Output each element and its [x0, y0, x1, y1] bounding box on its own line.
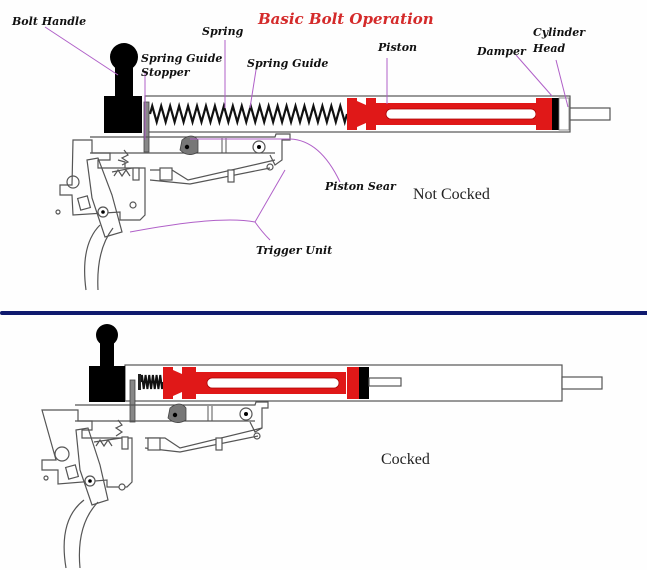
state-cocked: Cocked [381, 451, 430, 468]
spring-guide-stopper [143, 101, 150, 153]
state-not-cocked: Not Cocked [413, 186, 490, 203]
damper [552, 98, 559, 130]
label-cylinder-head-2: Head [532, 42, 566, 55]
not-cocked-assembly: Bolt Handle Spring Spring Guide Stopper … [11, 15, 611, 291]
spring [140, 374, 164, 390]
label-spring-guide-stopper-1: Spring Guide [141, 52, 222, 65]
nozzle [561, 376, 603, 390]
label-spring-guide-stopper-2: Stopper [141, 66, 191, 79]
label-spring-guide: Spring Guide [247, 57, 328, 70]
piston-rod-tip [368, 377, 402, 387]
nozzle [569, 107, 611, 121]
label-piston-sear: Piston Sear [324, 180, 397, 193]
bolt-handle [89, 324, 125, 402]
diagram-title: Basic Bolt Operation [257, 10, 434, 28]
label-bolt-handle: Bolt Handle [11, 15, 86, 28]
bolt-handle [104, 43, 142, 133]
piston-sear [90, 133, 291, 185]
label-trigger-unit: Trigger Unit [256, 244, 332, 257]
cocked-assembly: Cocked [41, 324, 603, 569]
spring-guide-head [138, 374, 141, 390]
leader-lines-top [44, 26, 569, 241]
damper [359, 367, 369, 399]
label-spring: Spring [202, 25, 244, 38]
spring-guide-stopper [129, 379, 136, 423]
spring [148, 101, 349, 127]
trigger-unit [55, 139, 146, 291]
piston [163, 367, 359, 399]
label-damper: Damper [476, 45, 527, 58]
trigger-unit [41, 409, 133, 569]
piston-sear [75, 401, 269, 453]
label-cylinder-head-1: Cylinder [533, 26, 586, 39]
piston [347, 98, 552, 130]
label-piston: Piston [377, 41, 417, 54]
cylinder-head [558, 97, 570, 131]
